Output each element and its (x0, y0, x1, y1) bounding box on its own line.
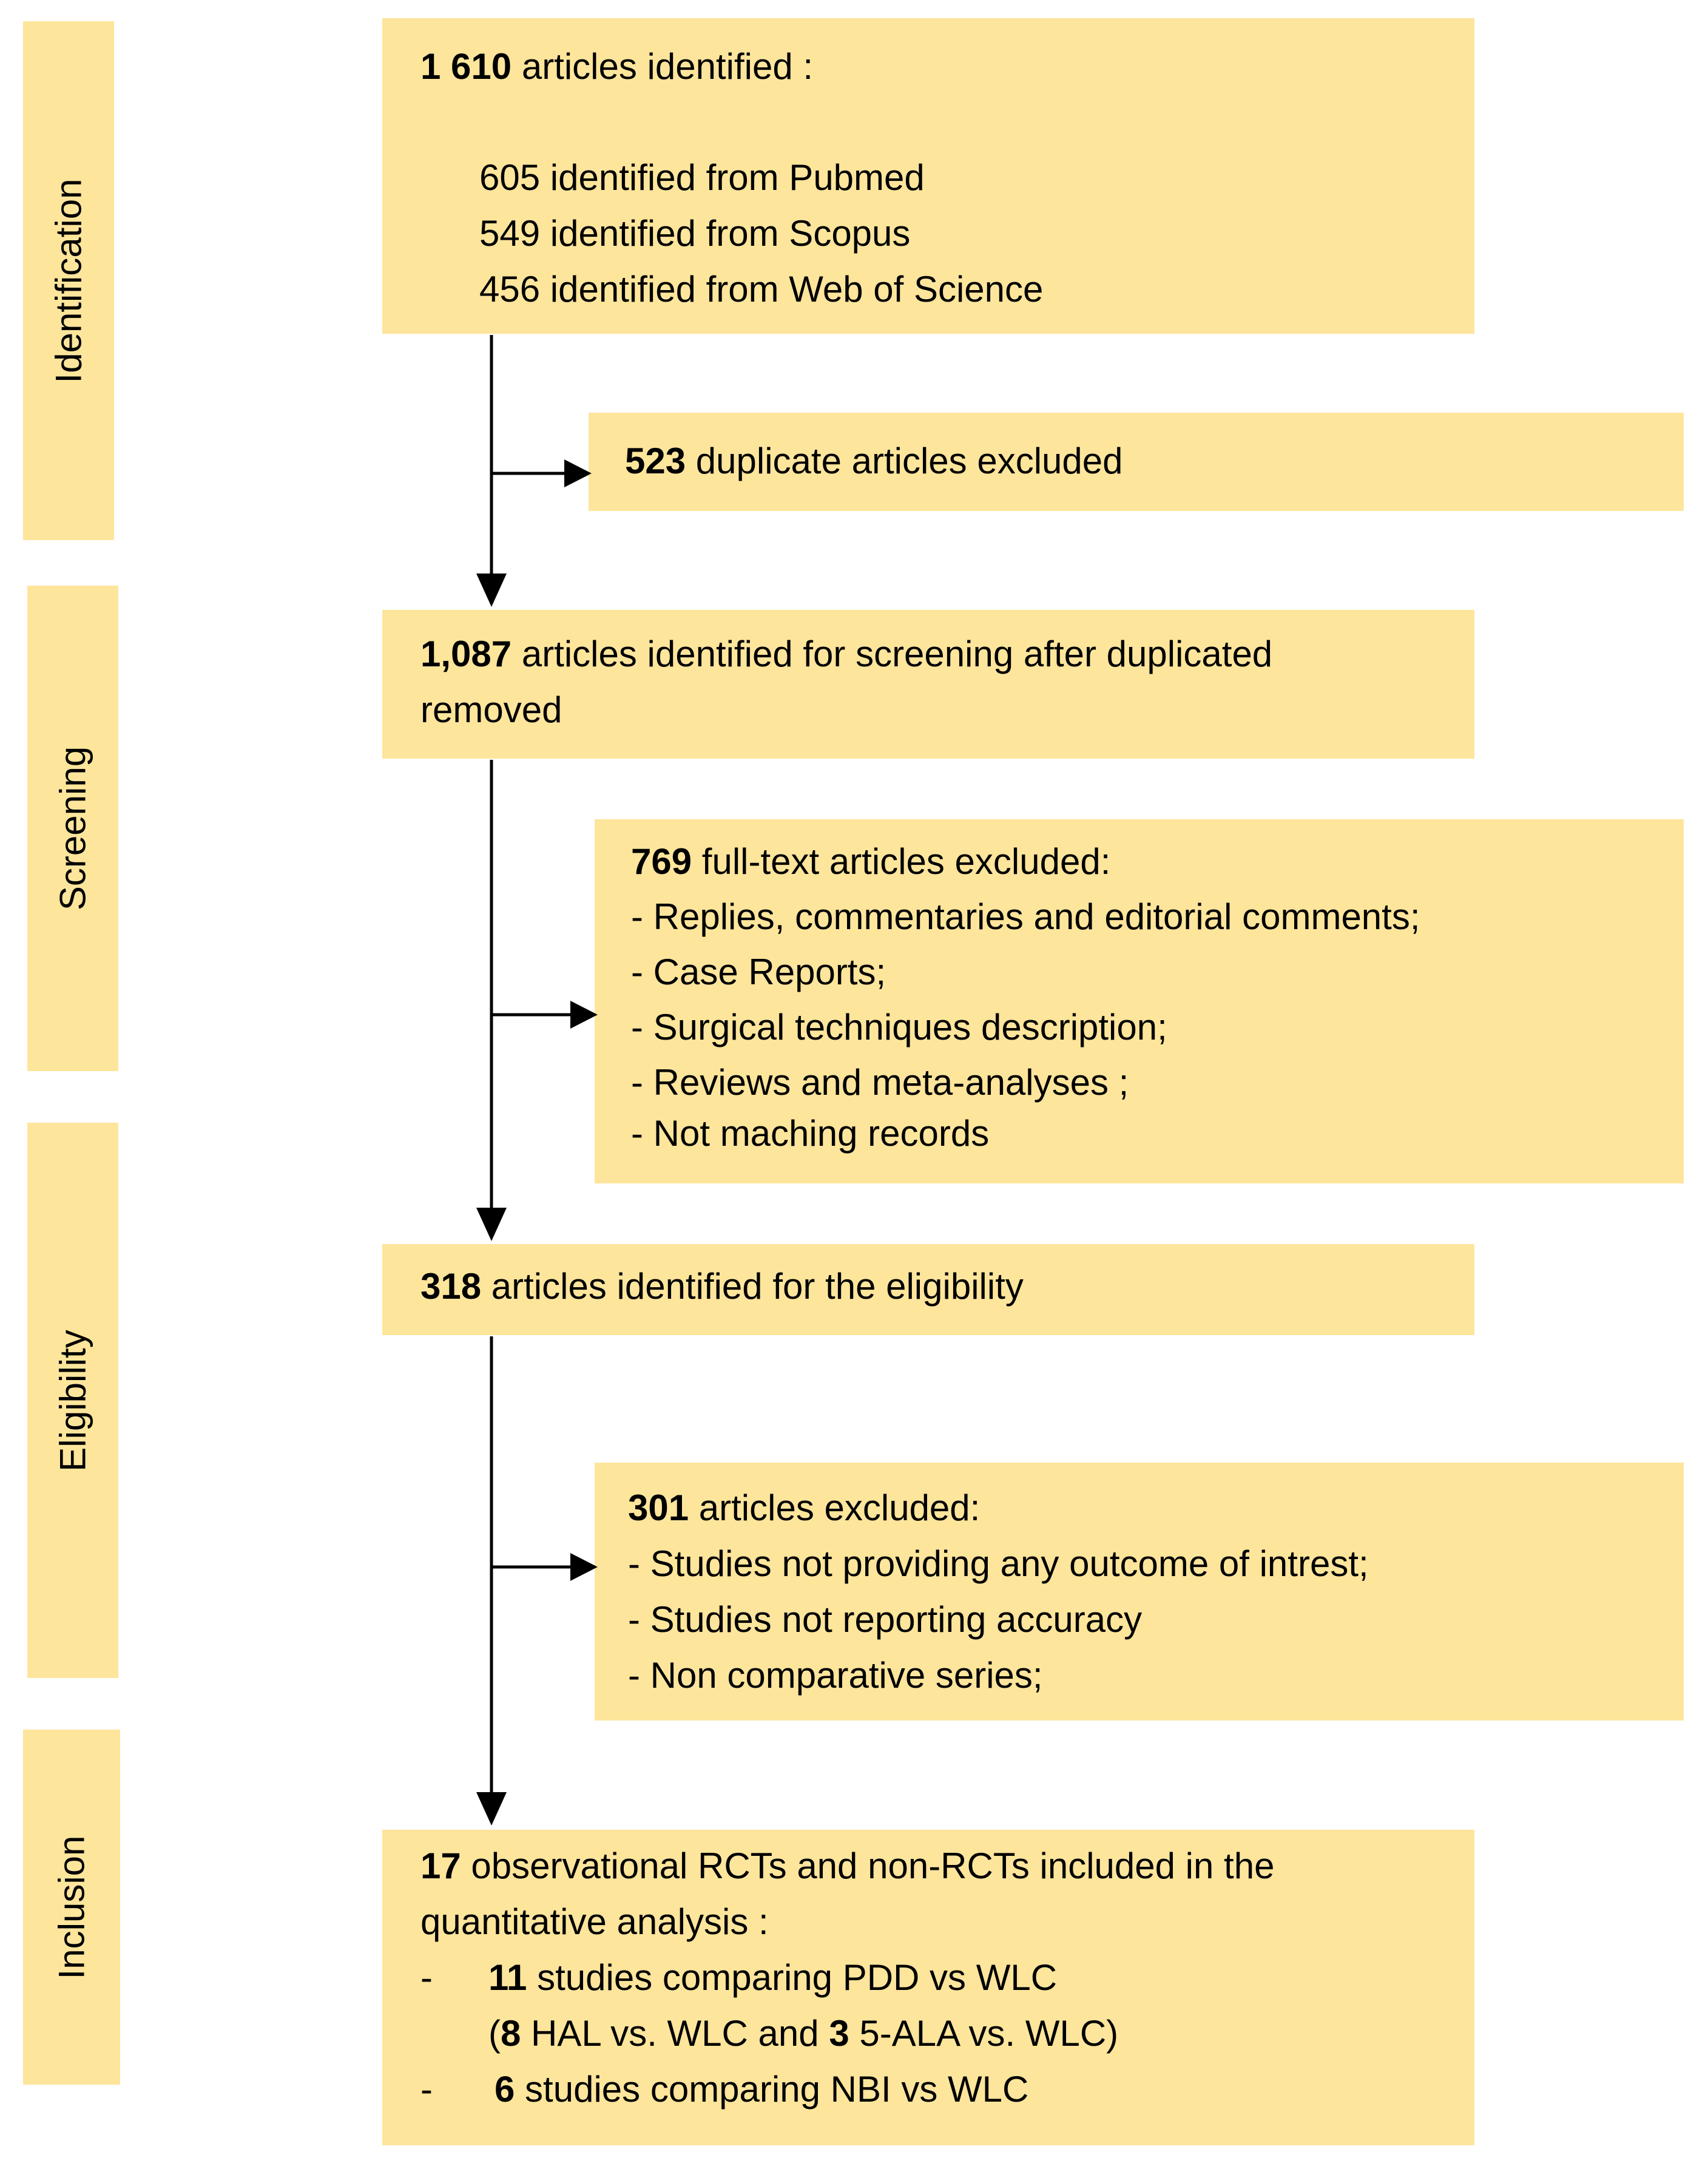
fulltext-heading: 769 full-text articles excluded: (631, 844, 1110, 880)
identified-box (382, 18, 1474, 334)
screening-text: articles identified for screening after … (511, 634, 1273, 674)
ala-count: 3 (829, 2013, 849, 2054)
hal-text: HAL vs. WLC and (521, 2013, 829, 2054)
fulltext-text: full-text articles excluded: (692, 841, 1111, 882)
excluded-count: 301 (628, 1487, 689, 1528)
arrowhead-right-1 (564, 459, 592, 487)
excluded-reason-3: - Non comparative series; (628, 1655, 1043, 1696)
fulltext-count: 769 (631, 841, 692, 882)
arrowhead-down-1 (476, 574, 507, 607)
excluded-text: articles excluded: (689, 1487, 981, 1528)
included-paren-line: (8 HAL vs. WLC and 3 5-ALA vs. WLC) (488, 2015, 1118, 2052)
included-dash-2: - (420, 2069, 433, 2110)
excluded-heading: 301 articles excluded: (628, 1490, 980, 1526)
included-text: observational RCTs and non-RCTs included… (461, 1846, 1275, 1886)
arrowhead-down-2 (476, 1208, 507, 1241)
eligibility-count: 318 (420, 1266, 482, 1307)
nbi-text: studies comparing NBI vs WLC (515, 2069, 1029, 2110)
source-wos: 456 identified from Web of Science (479, 269, 1044, 310)
source-scopus: 549 identified from Scopus (479, 213, 911, 254)
fulltext-excluded-box (595, 819, 1684, 1183)
duplicates-text-line: 523 duplicate articles excluded (625, 443, 1123, 479)
included-count: 17 (420, 1846, 461, 1886)
duplicates-count: 523 (625, 441, 686, 481)
arrowhead-down-3 (476, 1792, 507, 1826)
identified-count: 1 610 (420, 46, 512, 87)
stage-eligibility-bar: Eligibility (27, 1123, 118, 1678)
ala-text: 5-ALA vs. WLC) (849, 2013, 1119, 2054)
duplicates-box (589, 413, 1684, 511)
screening-count: 1,087 (420, 634, 512, 674)
paren-open: ( (488, 2013, 501, 2054)
screening-line1: 1,087 articles identified for screening … (420, 636, 1272, 672)
included-box (382, 1830, 1474, 2145)
included-pdd-line: 11 studies comparing PDD vs WLC (488, 1960, 1057, 1996)
included-dash-1: - (420, 1957, 433, 1998)
pdd-count: 11 (488, 1957, 527, 1998)
screening-line2: removed (420, 689, 562, 730)
included-line2: quantitative analysis : (420, 1901, 769, 1942)
fulltext-reason-4: - Reviews and meta-analyses ; (631, 1062, 1129, 1103)
eligibility-line: 318 articles identified for the eligibil… (420, 1268, 1024, 1305)
hal-count: 8 (500, 2013, 521, 2054)
screening-box (382, 610, 1474, 759)
included-line1: 17 observational RCTs and non-RCTs inclu… (420, 1848, 1274, 1884)
eligibility-text: articles identified for the eligibility (481, 1266, 1024, 1307)
eligibility-box (382, 1244, 1474, 1335)
excluded-box (595, 1463, 1684, 1721)
fulltext-reason-2: - Case Reports; (631, 952, 886, 992)
fulltext-reason-1: - Replies, commentaries and editorial co… (631, 896, 1420, 937)
stage-inclusion-bar: Inclusion (23, 1730, 120, 2085)
arrowhead-right-2 (570, 1001, 598, 1029)
source-pubmed: 605 identified from Pubmed (479, 157, 925, 198)
stage-identification-bar: Identification (23, 21, 114, 540)
nbi-count: 6 (495, 2069, 515, 2110)
identified-text: articles identified : (511, 46, 814, 87)
fulltext-reason-3: - Surgical techniques description; (631, 1007, 1167, 1047)
excluded-reason-2: - Studies not reporting accuracy (628, 1599, 1143, 1640)
identified-heading: 1 610 articles identified : (420, 49, 813, 85)
excluded-reason-1: - Studies not providing any outcome of i… (628, 1543, 1369, 1584)
pdd-text: studies comparing PDD vs WLC (527, 1957, 1058, 1998)
fulltext-reason-5: - Not maching records (631, 1113, 990, 1154)
arrowhead-right-3 (570, 1553, 598, 1581)
included-nbi-line: 6 studies comparing NBI vs WLC (495, 2071, 1028, 2108)
duplicates-text: duplicate articles excluded (686, 441, 1123, 481)
stage-screening-bar: Screening (27, 586, 118, 1071)
